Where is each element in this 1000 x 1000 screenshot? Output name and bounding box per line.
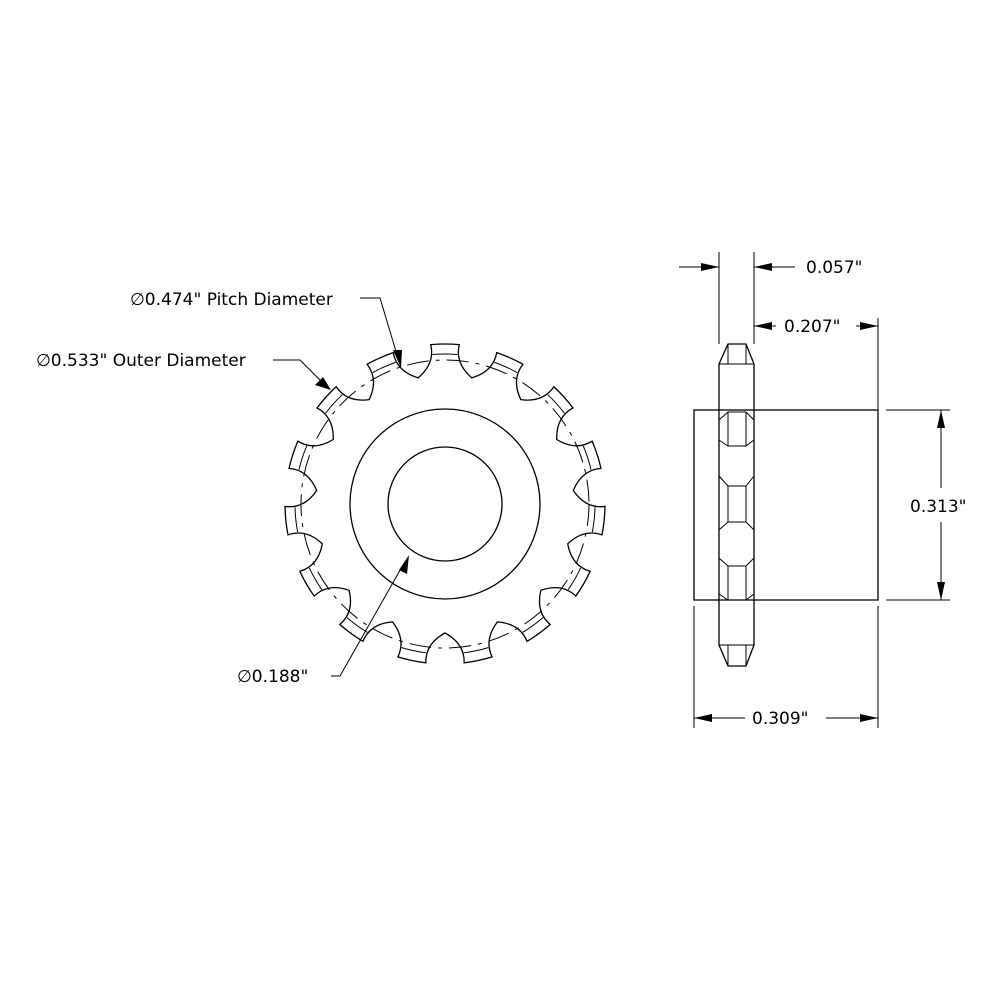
tooth-chamfer-line [401,647,427,654]
dim-hub-diameter: 0.313" [886,409,967,601]
tooth-width-label: 0.057" [806,258,863,278]
outer-leader-arrow [315,377,331,390]
dim-tooth-width: 0.057" [679,252,863,344]
tooth-chamfer-line [432,353,458,356]
bore-leader-arrow [399,555,409,574]
tooth-face-middle [718,475,755,531]
dim-arrow [860,714,878,722]
hub-diameter-label: 0.313" [910,497,967,517]
pitch-diameter-callout: ∅0.474" Pitch Diameter [130,290,402,368]
pitch-leader-line [360,297,399,359]
tooth-bottom-facets [719,644,754,666]
tooth-tips [294,353,596,654]
sprocket-front-view [284,343,606,664]
bore-leader-line [331,564,404,677]
sprocket-side-view [693,343,879,667]
overall-length-label: 0.309" [752,709,809,729]
dim-hub-length: 0.207" [754,317,879,410]
tooth-chamfer-line [582,445,592,470]
dim-arrow [701,263,719,271]
pitch-leader-arrow [393,350,402,368]
tooth-chamfer-line [494,361,518,373]
tooth-chamfer-line [463,647,489,654]
tooth-top [718,343,755,410]
tooth-chamfer-line [591,507,596,533]
bore-circle [387,446,503,562]
tooth-chamfer-line [308,567,323,590]
hub-circle [349,408,541,600]
dim-arrow [937,582,945,600]
pitch-circle [300,359,590,649]
tooth-profile [284,343,606,664]
tooth-face-upper [718,411,755,447]
tooth-chamfer-line [567,567,582,590]
tooth-chamfer-line [298,445,308,470]
dim-arrow [754,322,772,330]
dim-arrow [937,410,945,428]
dim-arrow [860,322,878,330]
tooth-chamfer-line [372,361,396,373]
tooth-top-facets [719,344,754,365]
hub-length-label: 0.207" [784,317,841,337]
dim-arrow [694,714,712,722]
tooth-bottom [718,600,755,667]
dim-arrow [754,263,772,271]
tooth-chamfer-line [522,617,544,633]
pitch-diameter-label: ∅0.474" Pitch Diameter [130,290,333,310]
tooth-chamfer-line [346,617,368,633]
outer-diameter-label: ∅0.533" Outer Diameter [36,351,246,371]
tooth-face-lower [718,557,755,601]
outer-diameter-callout: ∅0.533" Outer Diameter [36,351,331,390]
hub-body [693,409,879,601]
outer-leader-line [273,359,323,383]
dim-overall-length: 0.309" [693,606,879,729]
bore-label: ∅0.188" [237,667,308,687]
tooth-chamfer-line [325,394,343,414]
bore-callout: ∅0.188" [237,555,409,687]
tooth-chamfer-line [547,394,565,414]
tooth-chamfer-line [294,507,299,533]
